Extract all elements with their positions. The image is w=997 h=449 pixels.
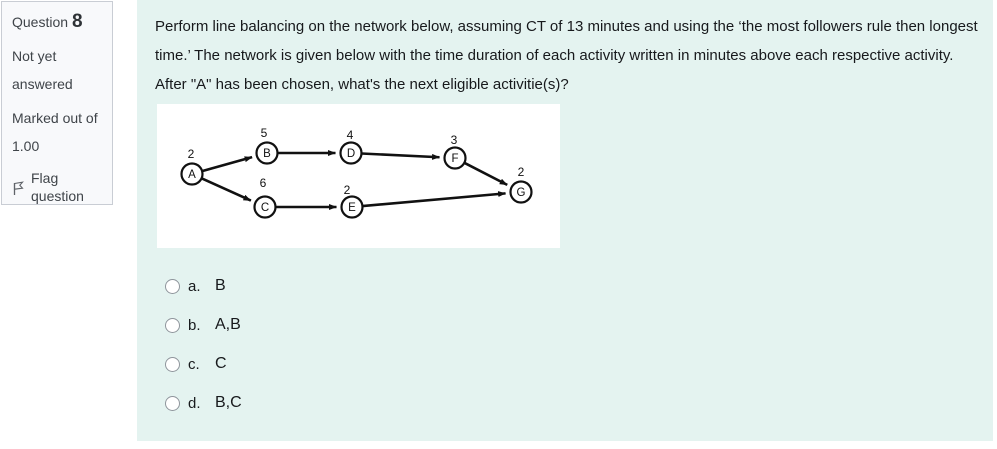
option-row[interactable]: c. C xyxy=(165,351,242,377)
node-label-F: F xyxy=(451,153,458,165)
node-time-F: 3 xyxy=(451,133,458,147)
question-text: Perform line balancing on the network be… xyxy=(155,18,978,93)
node-C xyxy=(253,195,277,219)
node-A xyxy=(180,162,204,186)
node-time-D: 4 xyxy=(347,128,354,142)
option-letter: b. xyxy=(188,316,201,334)
edge-A-C xyxy=(201,177,252,202)
option-value: C xyxy=(215,355,227,372)
node-E xyxy=(340,195,364,219)
question-content-panel: Perform line balancing on the network be… xyxy=(137,0,993,441)
radio-button[interactable] xyxy=(165,317,180,333)
node-label-A: A xyxy=(188,169,196,181)
radio-button[interactable] xyxy=(165,278,180,294)
option-value: B xyxy=(215,277,226,294)
edge-D-F xyxy=(361,152,441,160)
edge-F-G xyxy=(463,161,508,187)
node-label-D: D xyxy=(347,148,355,160)
radio-button[interactable] xyxy=(165,356,180,372)
node-time-G: 2 xyxy=(518,165,525,179)
option-value: B,C xyxy=(215,394,242,411)
option-letter: a. xyxy=(188,277,201,295)
flag-icon xyxy=(13,181,24,195)
question-marks: Marked out of 1.00 xyxy=(12,110,98,154)
option-letter: c. xyxy=(188,355,200,373)
question-status: Not yet answered xyxy=(12,48,73,92)
node-time-C: 6 xyxy=(260,176,267,190)
node-label-B: B xyxy=(263,148,271,160)
flag-question-label: Flag question xyxy=(31,170,84,204)
node-time-A: 2 xyxy=(188,147,195,161)
radio-button[interactable] xyxy=(165,395,180,411)
option-row[interactable]: a. B xyxy=(165,273,242,299)
question-label: Question xyxy=(12,14,69,30)
option-value: A,B xyxy=(215,316,241,333)
question-info-box: Question 8 Not yet answered Marked out o… xyxy=(1,1,113,205)
edge-E-G xyxy=(362,191,507,208)
node-label-E: E xyxy=(348,202,356,214)
option-row[interactable]: b. A,B xyxy=(165,312,242,338)
node-D xyxy=(339,141,363,165)
option-row[interactable]: d. B,C xyxy=(165,390,242,416)
edge-A-B xyxy=(201,155,253,173)
network-diagram-svg: A 2 B 5C 6 D 4E 2 F 3G 2 xyxy=(180,126,533,219)
flag-question-link[interactable]: Flag question xyxy=(12,169,102,205)
node-label-G: G xyxy=(517,187,526,199)
node-F xyxy=(443,146,467,170)
question-number: 8 xyxy=(71,11,83,32)
options-list: a. B b. A,B c. C d. B,C xyxy=(165,273,242,429)
node-G xyxy=(509,180,533,204)
option-letter: d. xyxy=(188,394,201,412)
node-time-B: 5 xyxy=(261,126,268,140)
node-time-E: 2 xyxy=(344,183,351,197)
question-title: Question 8 xyxy=(12,9,102,35)
node-B xyxy=(255,141,279,165)
node-label-C: C xyxy=(261,202,269,214)
